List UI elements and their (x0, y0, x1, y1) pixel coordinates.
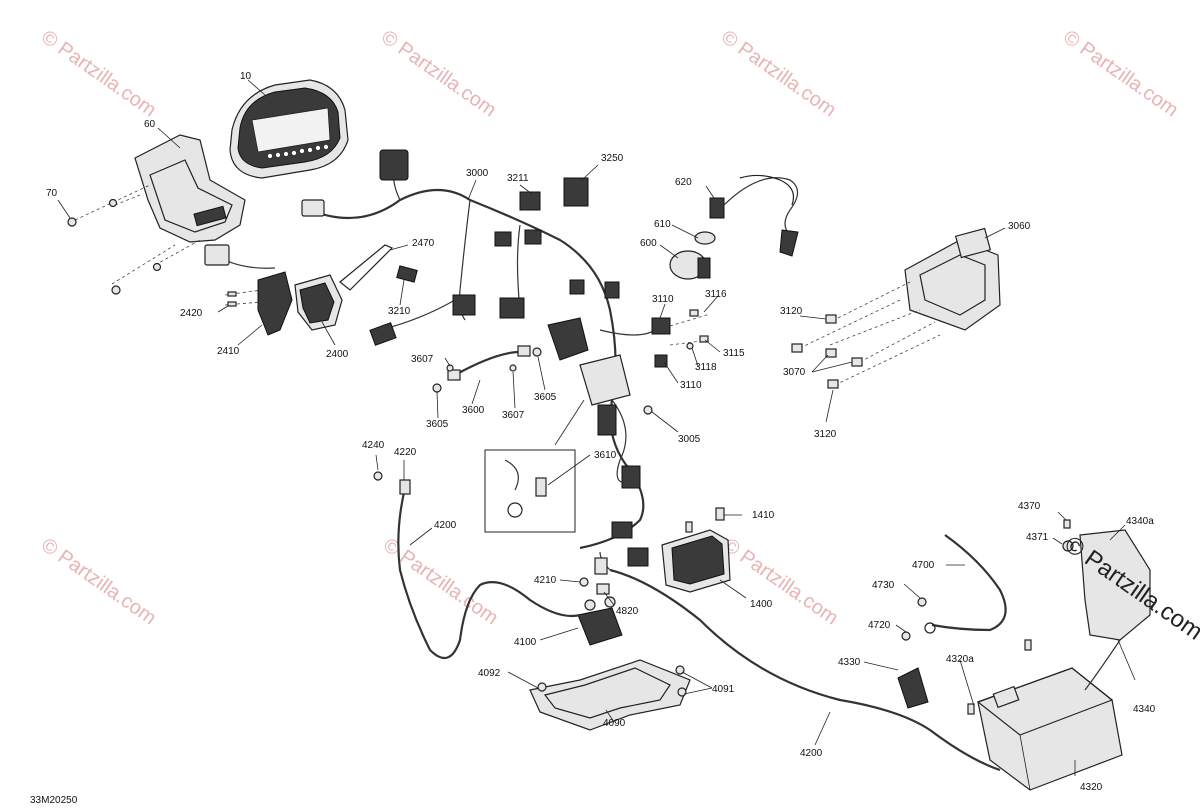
callout-label: 2420 (180, 308, 203, 319)
part-handlebar-switch (224, 271, 343, 336)
callout-label: 4340 (1133, 704, 1156, 715)
part-ground-strap (432, 345, 653, 415)
part-sensor (651, 309, 711, 368)
callout-label: 3250 (601, 153, 624, 164)
callout-label: 4700 (912, 560, 935, 571)
callout-label: 600 (640, 238, 657, 249)
part-steering-actuator (791, 227, 1001, 389)
callout-label: 4371 (1026, 532, 1049, 543)
part-voltage-regulator (661, 507, 731, 593)
callout-label: 3005 (678, 434, 701, 445)
callout-label: 3605 (534, 392, 557, 403)
callout-label: 4320 (1080, 782, 1103, 793)
callout-label: 4720 (868, 620, 891, 631)
callout-label: 3110 (680, 380, 702, 391)
callout-label: 3120 (780, 306, 803, 317)
part-main-harness (204, 149, 656, 567)
part-cable-tie (339, 244, 394, 291)
callout-label: 3605 (426, 419, 449, 430)
diagram-code: 33M20250 (30, 795, 78, 806)
callout-label: 4370 (1018, 501, 1041, 512)
watermark: © Partzilla.com (37, 534, 160, 629)
callout-label: 4340a (1126, 516, 1154, 527)
callout-label: 3118 (695, 362, 717, 373)
callout-label: 4092 (478, 668, 501, 679)
detail-frame (484, 399, 585, 533)
callout-label: 3211 (507, 173, 529, 184)
part-ground-cable (901, 534, 1007, 641)
callout-label: 60 (144, 119, 156, 130)
callout-label: 3116 (705, 289, 727, 300)
callout-label: 1400 (750, 599, 773, 610)
callout-label: 4090 (603, 718, 626, 729)
part-bracket (67, 134, 246, 295)
callout-label: 3210 (388, 306, 411, 317)
callout-label: 3600 (462, 405, 485, 416)
watermark: © Partzilla.com (37, 26, 160, 121)
watermark: © Partzilla.com (719, 534, 842, 629)
callout-label: 1410 (752, 510, 775, 521)
callout-label: 3607 (502, 410, 525, 421)
part-key-switch (669, 174, 799, 280)
callout-label: 2470 (412, 238, 435, 249)
watermark: © Partzilla.com (1059, 26, 1182, 121)
callout-label: 3070 (783, 367, 806, 378)
part-battery-holder (1062, 519, 1151, 691)
callout-label: 3120 (814, 429, 837, 440)
watermark: © Partzilla.com (377, 26, 500, 121)
part-starter-solenoid (529, 596, 691, 731)
callout-label: 620 (675, 177, 692, 188)
callout-label: 3115 (723, 348, 745, 359)
callout-label: 2410 (217, 346, 240, 357)
callout-label: 4820 (616, 606, 639, 617)
callout-label: 610 (654, 219, 671, 230)
callout-label: 4240 (362, 440, 385, 451)
callout-label: 2400 (326, 349, 349, 360)
callout-label: 4100 (514, 637, 537, 648)
leader-lines (57, 79, 1136, 776)
callout-label: 4730 (872, 580, 895, 591)
callout-label: 4200 (434, 520, 457, 531)
callout-label: 70 (46, 188, 58, 199)
callout-label: 4210 (534, 575, 557, 586)
callout-labels: 10 60 70 3000 3211 3250 620 610 600 3060… (46, 71, 1156, 793)
callout-label: 4320a (946, 654, 974, 665)
callout-label: 4220 (394, 447, 417, 458)
callout-label: 3060 (1008, 221, 1031, 232)
part-battery (897, 639, 1123, 791)
callout-label: 3000 (466, 168, 489, 179)
part-battery-cable (373, 471, 1001, 772)
callout-label: 10 (240, 71, 252, 82)
callout-label: 3610 (594, 450, 617, 461)
callout-label: 3110 (652, 294, 674, 305)
callout-label: 4091 (712, 684, 735, 695)
callout-label: 4200 (800, 748, 823, 759)
callout-label: 4330 (838, 657, 861, 668)
callout-label: 3607 (411, 354, 434, 365)
watermark: © Partzilla.com (717, 26, 840, 121)
part-display-cluster (229, 79, 349, 179)
